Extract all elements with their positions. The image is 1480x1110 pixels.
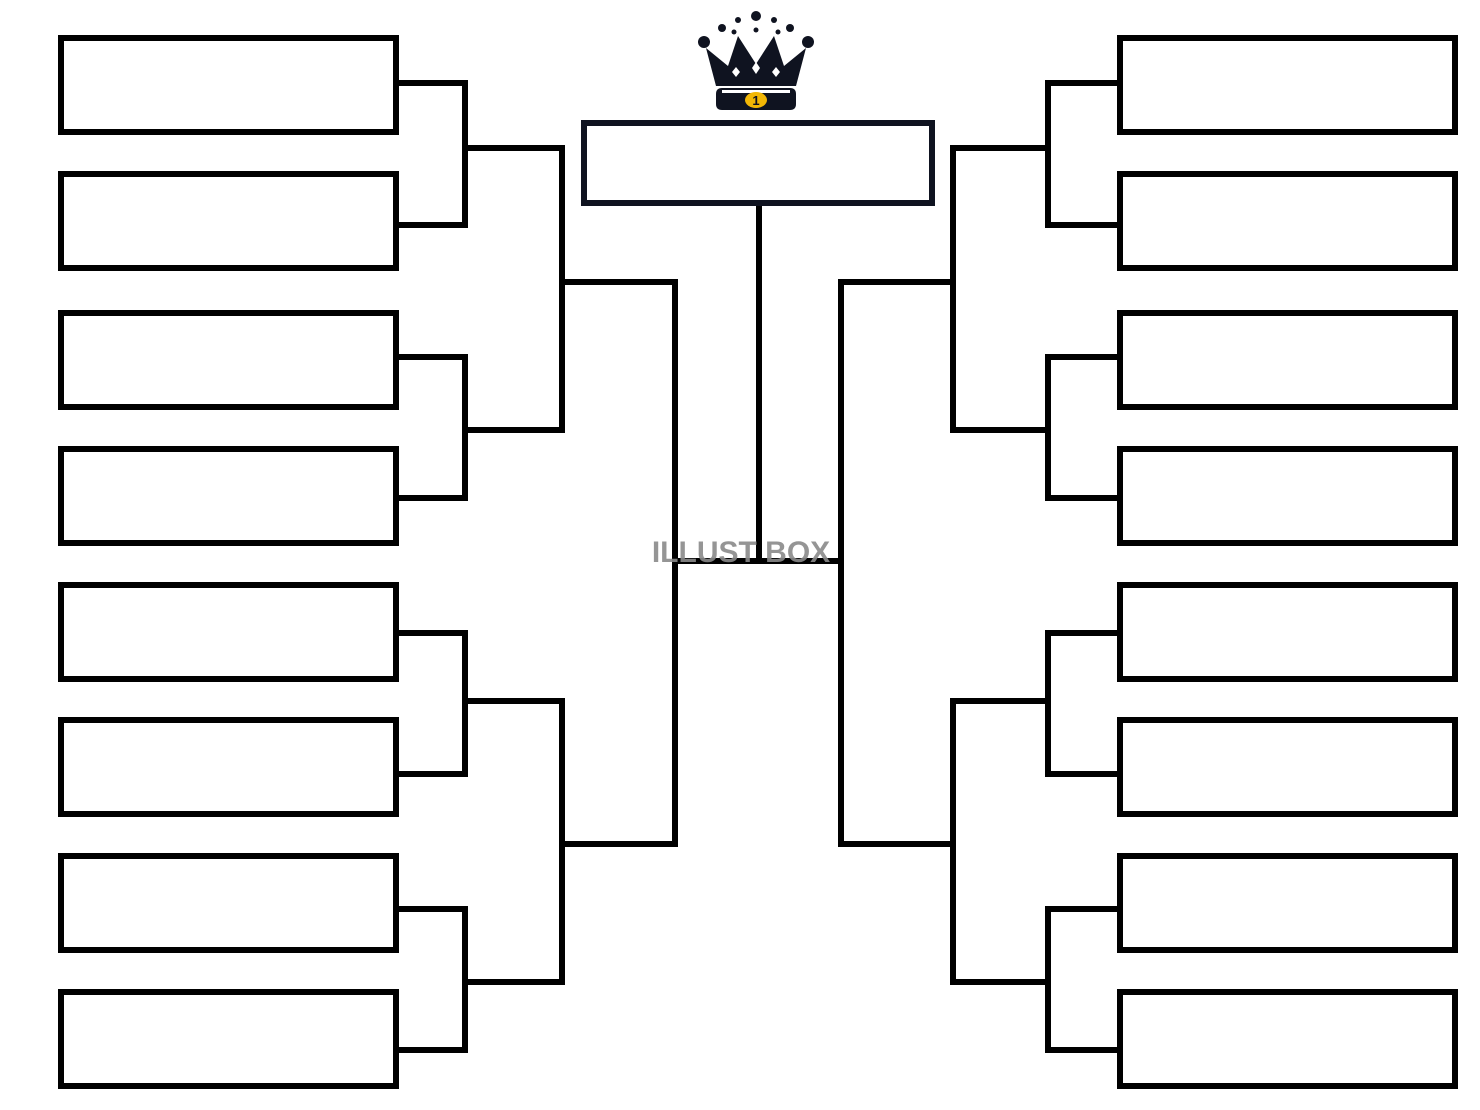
right-entry-slot[interactable] [1117,310,1458,410]
left-entry-slot[interactable] [58,310,399,410]
left-entry-slot[interactable] [58,35,399,135]
right-entry-slot[interactable] [1117,35,1458,135]
left-entry-slot[interactable] [58,171,399,271]
right-r1-connector-4 [1045,906,1123,1053]
left-r2-connector-1 [462,145,565,433]
left-entry-slot[interactable] [58,853,399,953]
crown-icon: 1 [698,11,814,110]
right-r1-connector-3 [1045,630,1123,777]
right-r2-connector-2 [950,698,1051,985]
left-entry-slot[interactable] [58,446,399,546]
left-entry-slot[interactable] [58,582,399,682]
rank-number: 1 [752,93,759,108]
left-r1-connector-4 [393,906,468,1053]
right-entry-slot[interactable] [1117,989,1458,1089]
left-entry-slot[interactable] [58,717,399,817]
right-entry-slot[interactable] [1117,171,1458,271]
left-entry-slot[interactable] [58,989,399,1089]
left-r2-connector-2 [462,698,565,985]
right-r2-connector-1 [950,145,1051,433]
left-r1-connector-1 [393,80,468,228]
right-entry-slot[interactable] [1117,582,1458,682]
right-r1-connector-1 [1045,80,1123,228]
rank-badge [745,92,767,108]
right-entry-slot[interactable] [1117,717,1458,817]
left-r1-connector-3 [393,630,468,777]
right-entry-slot[interactable] [1117,446,1458,546]
right-r1-connector-2 [1045,354,1123,501]
right-entry-slot[interactable] [1117,853,1458,953]
watermark-text: ILLUST BOX [651,536,831,569]
right-r3-connector [838,279,956,847]
champion-slot[interactable] [581,120,935,206]
left-r1-connector-2 [393,354,468,501]
